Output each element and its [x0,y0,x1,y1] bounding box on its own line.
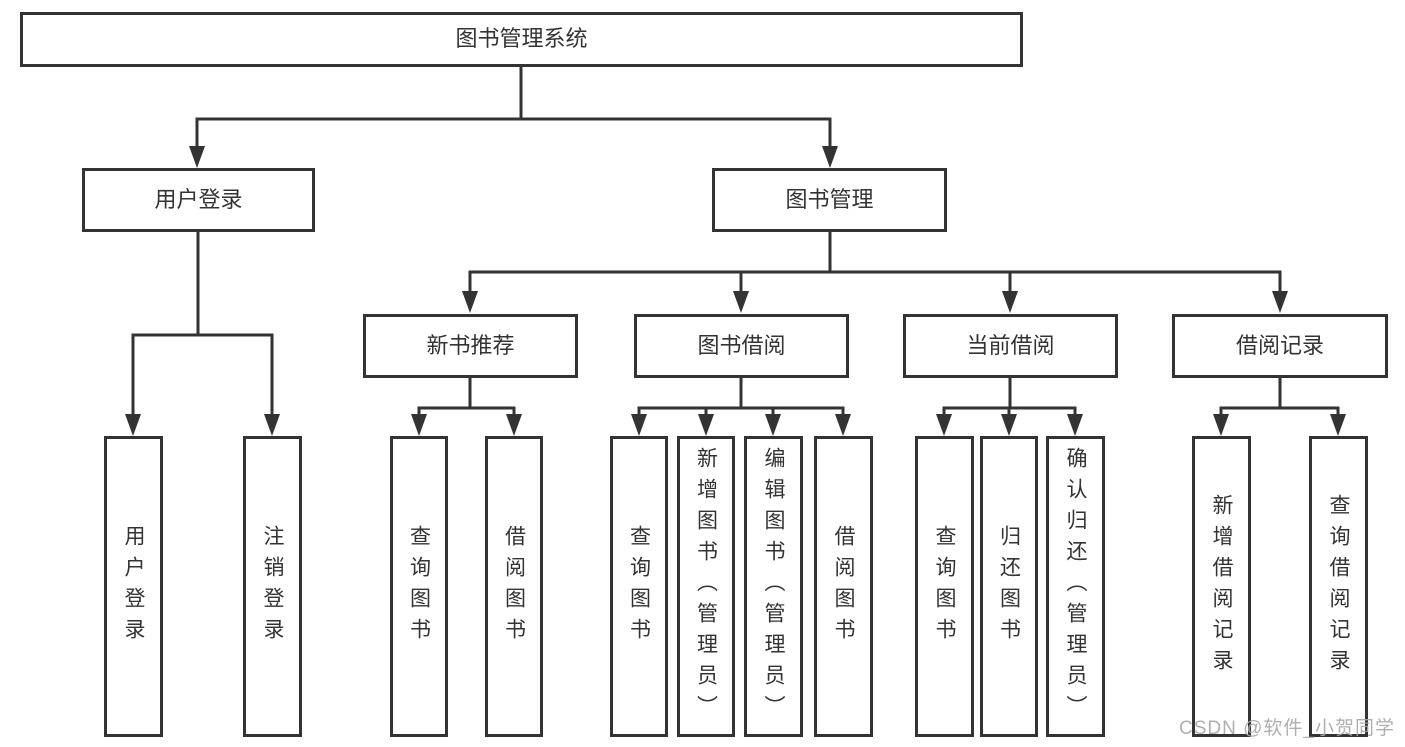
leaf-query-books-3: 查询图书 [915,436,974,737]
connector-level3-to-leaves [417,378,1340,420]
leaf-borrow-books-1: 借阅图书 [485,436,543,737]
arrowhead-icon [125,414,280,436]
connector-bookmgmt-to-level3 [468,232,1282,297]
node-user-login: 用户登录 [82,168,315,232]
leaf-logout: 注销登录 [243,436,302,737]
csdn-watermark: CSDN @软件_小贺同学 [1179,718,1395,739]
leaf-query-books-1: 查询图书 [390,436,448,737]
leaf-add-borrow-record: 新增借阅记录 [1192,436,1251,737]
node-current-borrow: 当前借阅 [903,314,1118,378]
node-root-library-system: 图书管理系统 [20,12,1023,67]
node-book-management: 图书管理 [712,168,947,232]
leaf-borrow-books-2: 借阅图书 [814,436,873,737]
leaf-user-login: 用户登录 [104,436,163,737]
arrowhead-icon [462,291,1288,313]
arrowhead-icon [411,414,1346,436]
leaf-return-books: 归还图书 [980,436,1038,737]
node-new-book-recommend: 新书推荐 [363,314,578,378]
node-borrow-records: 借阅记录 [1172,314,1388,378]
leaf-query-borrow-record: 查询借阅记录 [1309,436,1368,737]
leaf-edit-books-admin: 编辑图书（管理员） [744,436,803,737]
connector-root-to-level2 [195,67,832,152]
node-book-borrow: 图书借阅 [634,314,849,378]
arrowhead-icon [189,146,838,168]
leaf-add-books-admin: 新增图书（管理员） [677,436,735,737]
leaf-query-books-2: 查询图书 [610,436,668,737]
leaf-confirm-return-admin: 确认归还（管理员） [1046,436,1105,737]
connector-userlogin-to-leaves [131,232,274,420]
